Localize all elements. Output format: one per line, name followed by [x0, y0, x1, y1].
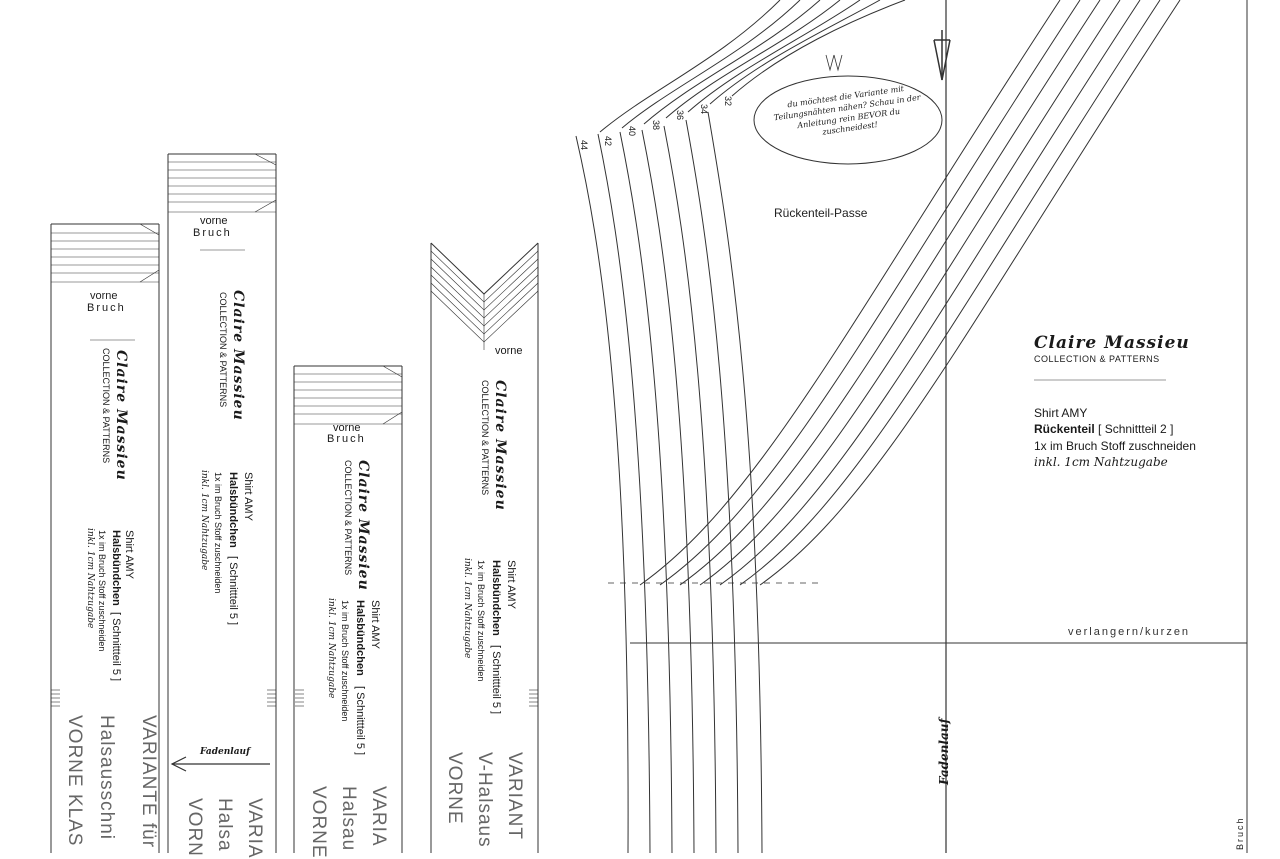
strip3-seam: inkl. 1cm Nahtzugabe — [326, 598, 336, 699]
back-part: Rückenteil [ Schnittteil 2 ] — [1034, 423, 1173, 435]
strip3-logo: Claire Massieu — [355, 460, 371, 591]
strip1-seam: inkl. 1cm Nahtzugabe — [85, 528, 95, 629]
back-piece-size-lines — [575, 0, 1181, 853]
strip3-vorne: vorne — [333, 422, 361, 434]
strip1-part-name: Halsbündchen — [110, 530, 122, 606]
strip3-front: VORNE — [308, 786, 329, 859]
strip2-vorne: vorne — [200, 215, 228, 227]
strip3-part-num: [ Schnittteil 5 ] — [354, 686, 366, 756]
size-label-42: 42 — [603, 136, 613, 147]
strip4-part-num: [ Schnittteil 5 ] — [490, 645, 502, 715]
yoke-label: Rückenteil-Passe — [774, 206, 868, 220]
strip2-part-name: Halsbündchen — [227, 472, 239, 548]
strip3-shirt: Shirt AMY — [369, 600, 381, 649]
note-arrows — [825, 54, 843, 72]
grainline-label: Fadenlauf — [937, 718, 951, 785]
back-shirt: Shirt AMY — [1034, 406, 1088, 420]
strip4-logo: Claire Massieu — [492, 380, 508, 511]
strip2-fadenlauf: Fadenlauf — [200, 747, 250, 757]
strip2-neck: Halsa — [214, 798, 235, 852]
back-part-name: Rückenteil — [1034, 422, 1095, 436]
strip3-part-name: Halsbündchen — [354, 600, 366, 676]
strip4-vorne: vorne — [495, 345, 523, 357]
strip1-part-num: [ Schnittteil 5 ] — [110, 612, 122, 682]
strip4-seam: inkl. 1cm Nahtzugabe — [462, 558, 472, 659]
strip4-front: VORNE — [444, 752, 465, 825]
strip1-shirt: Shirt AMY — [123, 530, 135, 579]
strip3-logo-sub: COLLECTION & PATTERNS — [343, 460, 353, 576]
strip4-variant: VARIANT — [504, 752, 525, 840]
strip1-variant: VARIANTE für — [138, 715, 159, 849]
size-label-44: 44 — [579, 140, 589, 151]
strip2-front: VORN — [184, 798, 205, 857]
strip4-neck: V-Halsaus — [474, 752, 495, 848]
strip-4-outline — [430, 242, 539, 853]
back-logo-sub: COLLECTION & PATTERNS — [1034, 354, 1160, 364]
fold-label: Bruch — [1235, 816, 1245, 850]
strip4-logo-sub: COLLECTION & PATTERNS — [480, 380, 490, 496]
size-label-36: 36 — [675, 110, 685, 121]
strip1-logo-sub: COLLECTION & PATTERNS — [101, 348, 111, 464]
back-cut: 1x im Bruch Stoff zuschneiden — [1034, 439, 1196, 453]
size-label-38: 38 — [651, 120, 661, 131]
strip1-neck: Halsausschni — [96, 715, 117, 840]
size-label-40: 40 — [627, 126, 637, 137]
grainline-arrow — [933, 30, 951, 81]
strip1-front: VORNE KLAS — [64, 715, 85, 847]
strip-2-outline — [167, 153, 277, 853]
strip2-logo: Claire Massieu — [230, 290, 246, 421]
strip1-bruch: Bruch — [87, 302, 126, 314]
strip-1-outline — [50, 223, 160, 853]
strip3-neck: Halsau — [338, 786, 359, 852]
strip1-logo: Claire Massieu — [113, 350, 129, 481]
note-bubble — [753, 75, 943, 165]
strip2-part-num: [ Schnittteil 5 ] — [227, 556, 239, 626]
lengthen-label: verlangern/kurzen — [1068, 626, 1191, 638]
strip2-logo-sub: COLLECTION & PATTERNS — [218, 292, 228, 408]
strip2-bruch: Bruch — [193, 227, 232, 239]
strip1-cut: 1x im Bruch Stoff zuschneiden — [97, 530, 107, 652]
strip2-seam: inkl. 1cm Nahtzugabe — [199, 470, 209, 571]
strip1-vorne: vorne — [90, 290, 118, 302]
strip2-cut: 1x im Bruch Stoff zuschneiden — [213, 472, 223, 594]
strip-3-outline — [293, 365, 403, 853]
back-logo: Claire Massieu — [1034, 333, 1190, 353]
size-label-34: 34 — [699, 104, 709, 115]
size-label-32: 32 — [723, 96, 733, 107]
strip4-part-name: Halsbündchen — [490, 560, 502, 636]
strip2-variant: VARIA — [244, 798, 265, 859]
strip3-variant: VARIA — [368, 786, 389, 847]
back-part-num: [ Schnittteil 2 ] — [1098, 422, 1174, 436]
strip4-cut: 1x im Bruch Stoff zuschneiden — [476, 560, 486, 682]
strip3-cut: 1x im Bruch Stoff zuschneiden — [340, 600, 350, 722]
back-seam: inkl. 1cm Nahtzugabe — [1034, 455, 1168, 469]
strip3-bruch: Bruch — [327, 433, 366, 445]
strip2-shirt: Shirt AMY — [242, 472, 254, 521]
strip4-shirt: Shirt AMY — [505, 560, 517, 609]
